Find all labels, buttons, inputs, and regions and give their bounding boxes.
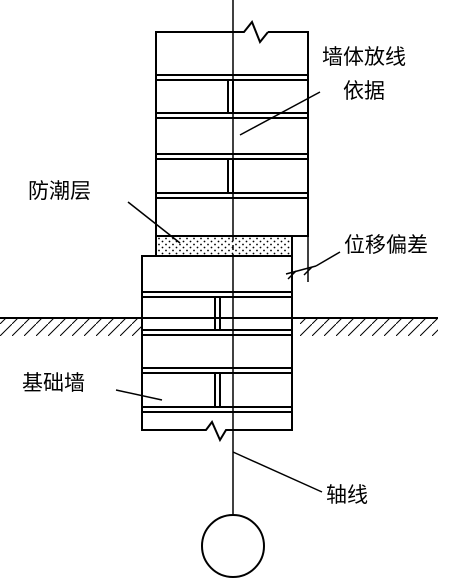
leader-line [315,251,341,267]
label-wall-layout-basis-line2: 依据 [343,79,385,103]
leader-damp-proof-course [127,201,181,244]
foundation-wall [141,255,293,443]
leader-wall-layout-basis [239,91,321,136]
label-axis: 轴线 [326,483,368,507]
label-wall-layout-basis-line1: 墙体放线 [322,45,406,69]
foundation-wall-outline [141,255,293,431]
leaders [115,91,323,493]
leader-axis [232,451,323,493]
displacement-dimension [285,236,341,282]
axis [201,0,265,578]
upper-wall-break-line [228,20,269,44]
upper-wall [155,20,309,237]
dimension-tick [303,266,313,276]
upper-wall-breakline-mask [230,24,268,38]
label-foundation-wall: 基础墙 [22,371,85,395]
label-displacement-deviation: 位移偏差 [344,233,428,257]
upper-wall-outline [155,31,309,237]
leader-foundation-wall [115,389,163,401]
ground [0,317,438,336]
foundation-break-line [196,420,236,443]
soil-hatch-left [0,318,142,336]
label-damp-proof-course: 防潮层 [28,179,91,203]
dimension-tick [287,270,297,280]
soil-hatch-right [300,318,438,336]
damp-proof-course [155,235,293,257]
axis-circle [201,514,265,578]
